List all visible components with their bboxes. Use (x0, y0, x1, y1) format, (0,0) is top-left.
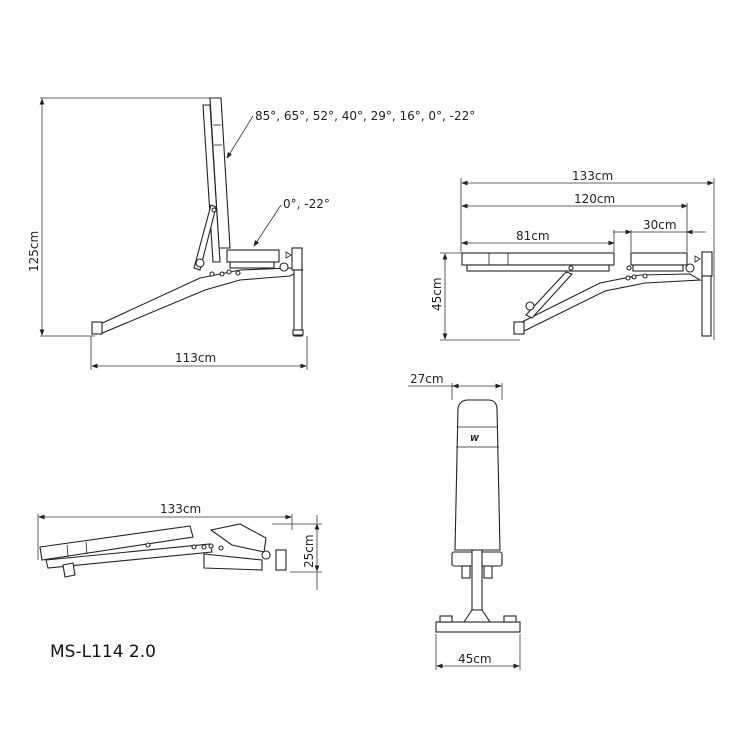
upright-length-label: 113cm (175, 351, 216, 365)
svg-text:W: W (470, 434, 480, 443)
side-folded-view (37, 514, 322, 590)
front-base-width-label: 45cm (458, 652, 492, 666)
front-view: W (408, 383, 521, 670)
flat-seat-pad-label: 30cm (643, 218, 677, 232)
flat-height-label: 45cm (430, 277, 444, 311)
backrest-angles-label: 85°, 65°, 52°, 40°, 29°, 16°, 0°, -22° (255, 109, 475, 123)
model-label: MS-L114 2.0 (50, 642, 156, 662)
flat-total-length-label: 133cm (572, 169, 613, 183)
seat-angles-label: 0°, -22° (283, 197, 330, 211)
front-pad-width-label: 27cm (410, 372, 444, 386)
upright-height-label: 125cm (27, 231, 41, 272)
side-upright-view (39, 97, 308, 370)
flat-back-pad-label: 81cm (516, 229, 550, 243)
flat-pad-length-label: 120cm (574, 192, 615, 206)
folded-height-label: 25cm (302, 534, 316, 568)
folded-length-label: 133cm (160, 502, 201, 516)
side-flat-view (440, 178, 715, 341)
